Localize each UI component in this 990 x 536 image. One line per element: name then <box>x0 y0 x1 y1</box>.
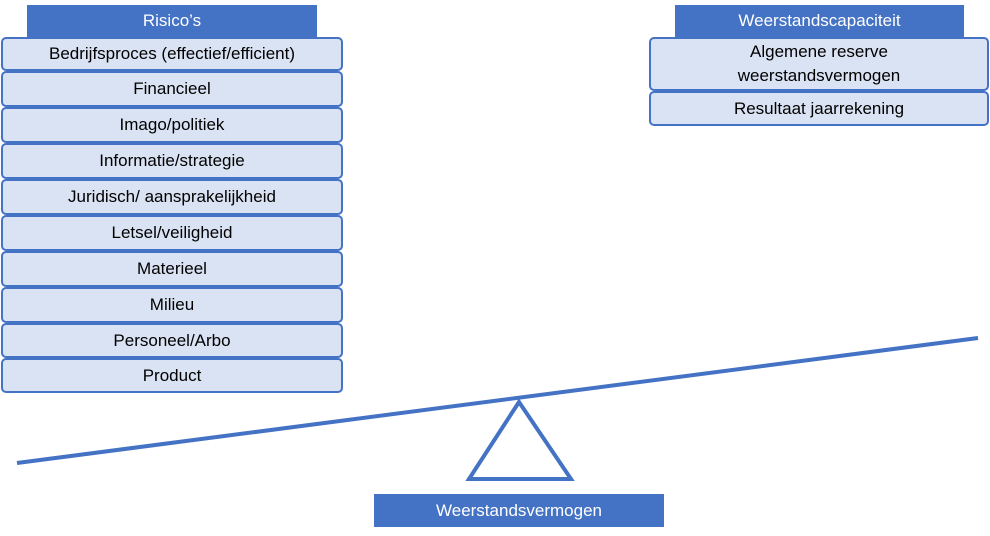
capacity-item-algemene-reserve: Algemene reserve weerstandsvermogen <box>649 37 989 91</box>
balance-beam <box>16 336 979 465</box>
fulcrum-triangle <box>465 398 575 481</box>
risk-item-juridisch: Juridisch/ aansprakelijkheid <box>1 179 343 215</box>
risks-list: Bedrijfsproces (effectief/efficient) Fin… <box>1 37 343 393</box>
capacity-header: Weerstandscapaciteit <box>675 5 964 37</box>
risks-header: Risico’s <box>27 5 317 37</box>
risk-item-materieel: Materieel <box>1 251 343 287</box>
capacity-list: Algemene reserve weerstandsvermogen Resu… <box>649 37 989 126</box>
fulcrum-label: Weerstandsvermogen <box>374 494 664 527</box>
risk-item-letsel-veiligheid: Letsel/veiligheid <box>1 215 343 251</box>
risk-item-financieel: Financieel <box>1 71 343 107</box>
risk-item-informatie-strategie: Informatie/strategie <box>1 143 343 179</box>
risk-item-personeel-arbo: Personeel/Arbo <box>1 323 343 358</box>
risk-item-milieu: Milieu <box>1 287 343 323</box>
risk-item-imago-politiek: Imago/politiek <box>1 107 343 143</box>
risk-item-bedrijfsproces: Bedrijfsproces (effectief/efficient) <box>1 37 343 71</box>
risk-item-product: Product <box>1 358 343 393</box>
capacity-item-resultaat-jaarrekening: Resultaat jaarrekening <box>649 91 989 126</box>
